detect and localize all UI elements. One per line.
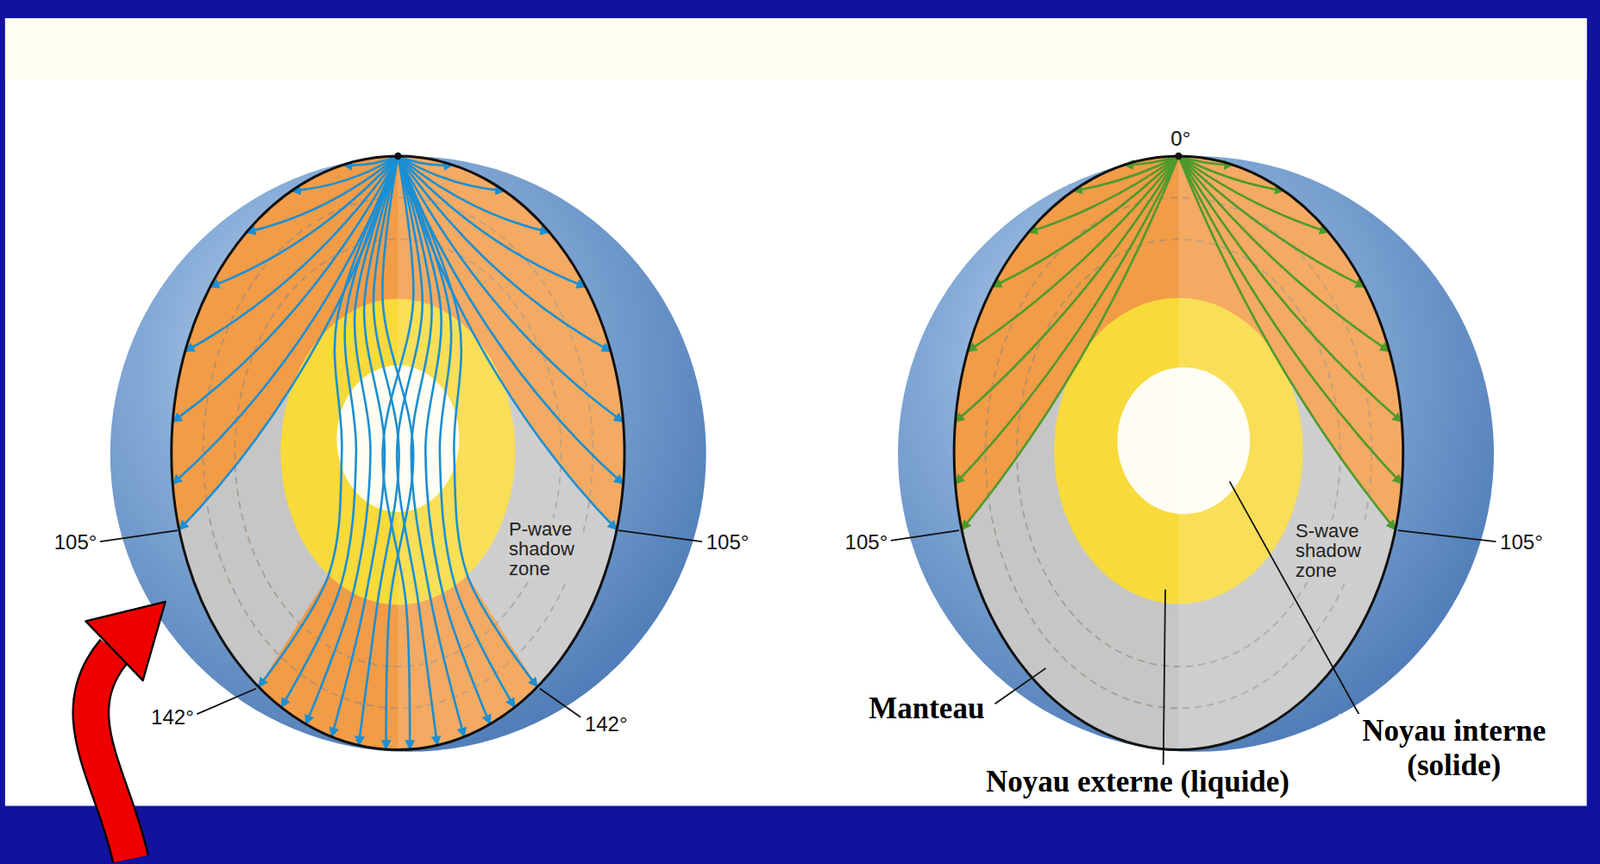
globe-cutaways <box>171 152 1404 751</box>
shadow-zone-fill <box>171 156 625 751</box>
leader-line <box>1229 481 1363 721</box>
ray-group <box>172 156 623 750</box>
globe-sphere <box>110 156 707 753</box>
shadow-zone-label: P-wave shadow zone <box>507 518 584 580</box>
leader-line <box>618 530 703 542</box>
p-wave-ray <box>382 156 415 750</box>
p-wave-ray <box>179 156 399 530</box>
leader-line <box>100 530 178 542</box>
s-wave-ray <box>955 156 1180 484</box>
s-wave-ray <box>1178 156 1402 484</box>
shadow-zone-fill <box>953 156 1404 751</box>
shadow-zone-label: S-wave shadow zone <box>1293 520 1370 582</box>
cut-face <box>171 156 625 751</box>
p-wave-ray <box>397 156 617 530</box>
leader-line <box>890 530 960 541</box>
layer-label: Noyau externe (liquide) <box>982 765 1293 800</box>
leader-line <box>196 689 257 716</box>
s-wave-globe <box>953 152 1404 751</box>
shading <box>1178 156 1403 751</box>
s-wave-ray <box>1178 156 1395 530</box>
angle-label: 0° <box>1170 127 1191 151</box>
p-wave-globe <box>171 152 625 751</box>
leader-lines <box>100 481 1496 767</box>
leader-line <box>994 668 1046 704</box>
angle-label: 142° <box>584 713 628 736</box>
focus-dot <box>1174 152 1182 160</box>
angle-label: 142° <box>150 706 195 729</box>
p-wave-ray <box>358 156 400 746</box>
layer-label: Manteau <box>865 691 988 727</box>
ray-group <box>955 156 1403 530</box>
arrow-head <box>85 602 165 681</box>
angle-label: 105° <box>1499 531 1544 554</box>
globe-sphere <box>897 156 1494 753</box>
leader-line <box>1398 530 1497 542</box>
s-wave-ray <box>967 156 1180 352</box>
cut-outline <box>953 156 1404 751</box>
s-wave-ray <box>961 156 1179 530</box>
cut-face <box>953 156 1404 751</box>
focus-dot <box>394 152 402 160</box>
arrow-outline <box>90 651 131 860</box>
leader-line <box>1163 589 1166 768</box>
s-wave-ray <box>1178 156 1390 352</box>
angle-label: 105° <box>845 531 889 554</box>
arrow-body <box>90 651 131 860</box>
red-arrow <box>85 602 165 860</box>
shading <box>397 156 625 751</box>
content-panel <box>5 18 1588 806</box>
p-wave-ray <box>396 156 438 746</box>
cut-outline <box>171 156 625 751</box>
angle-label: 105° <box>706 531 750 554</box>
title-band <box>5 18 1588 80</box>
angle-label: 105° <box>54 531 98 554</box>
layer-label: Noyau interne (solide) <box>1338 714 1570 785</box>
p-wave-ray <box>382 156 414 750</box>
leader-line <box>539 689 581 718</box>
